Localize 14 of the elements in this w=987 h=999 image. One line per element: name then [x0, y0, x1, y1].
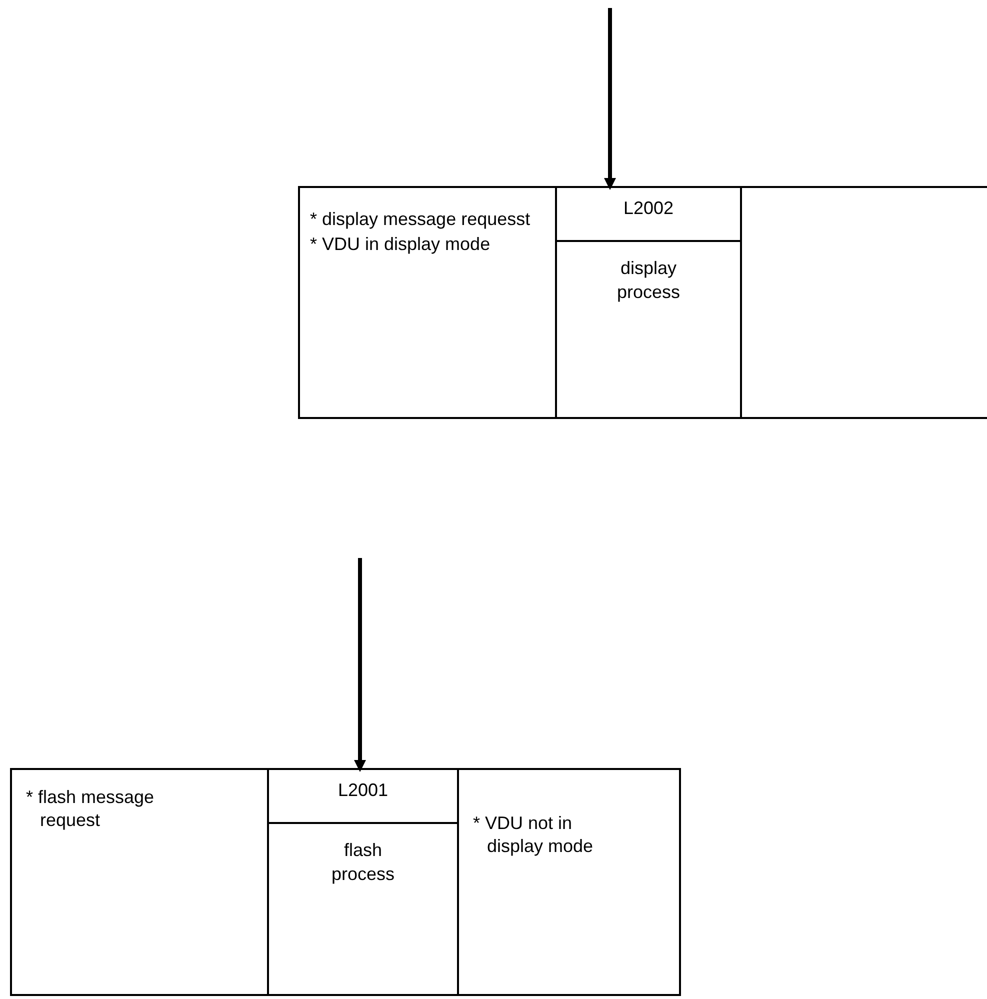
- process-name: display process: [616, 257, 682, 304]
- process-id: L2002: [557, 188, 740, 242]
- condition-text: * display message requesst: [310, 208, 531, 231]
- process-table: [298, 186, 987, 419]
- condition-text: * flash message request: [26, 786, 156, 832]
- arrow: [354, 558, 366, 772]
- condition-text: * VDU not in display mode: [473, 812, 594, 858]
- condition-text: * VDU in display mode: [310, 233, 492, 256]
- arrow: [604, 8, 616, 190]
- process-table: [10, 768, 681, 996]
- process-name: flash process: [330, 839, 396, 886]
- table-cell: [555, 188, 740, 417]
- process-id: L2001: [269, 770, 457, 824]
- table-cell: [267, 770, 457, 994]
